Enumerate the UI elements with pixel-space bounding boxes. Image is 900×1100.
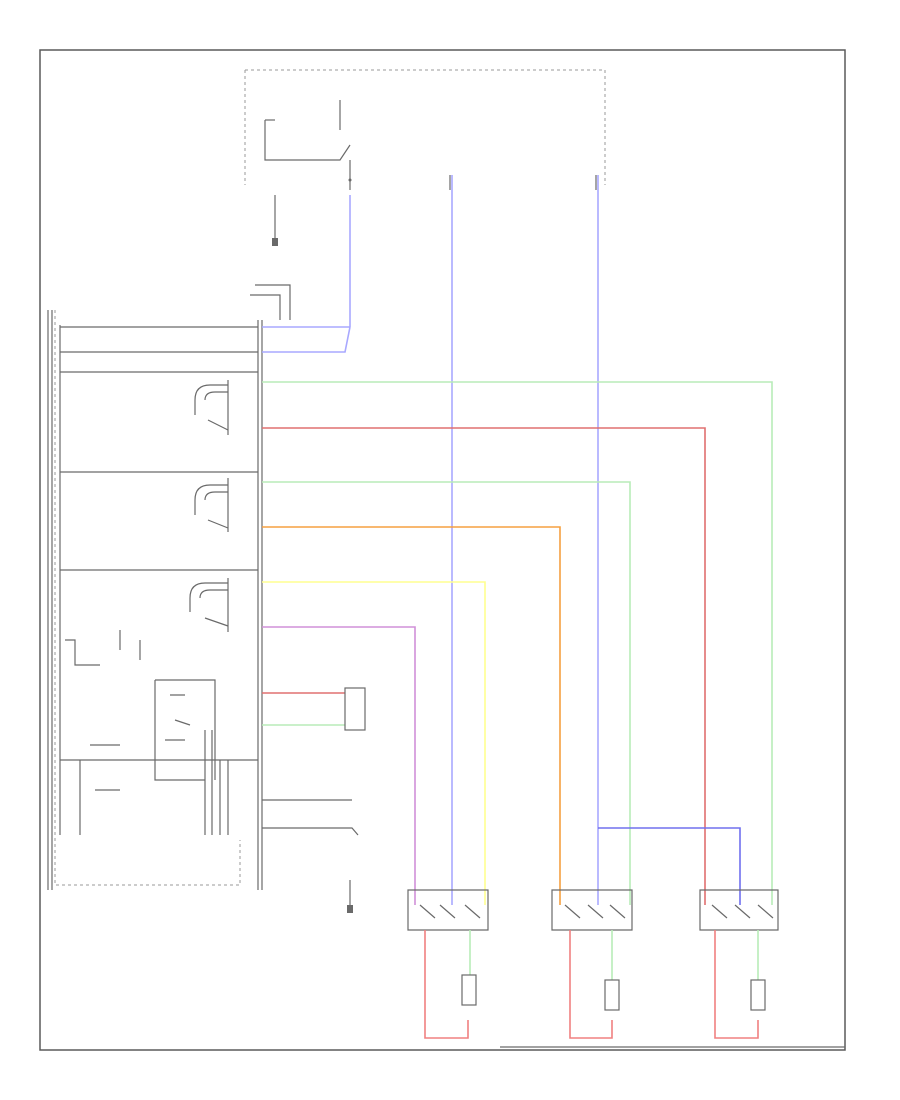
wire-purple-pass <box>262 626 416 905</box>
motor-loop-1 <box>424 930 469 1039</box>
motor-2 <box>604 979 620 1011</box>
switch-main-vertical <box>79 730 229 835</box>
wire-orange-lr <box>262 526 561 905</box>
fuse-box-outline <box>244 69 606 185</box>
wire-violet-h2 <box>262 326 351 353</box>
motor-loop-2 <box>569 930 613 1039</box>
diagram-frame <box>39 49 846 1051</box>
wire-green-lr <box>262 481 631 905</box>
switch-left-rear <box>194 478 229 532</box>
wire-green-rr <box>262 381 773 905</box>
left-border-lines <box>47 310 53 890</box>
switch-lock <box>65 630 216 781</box>
motor-1 <box>461 974 477 1006</box>
switch-passenger <box>189 578 229 632</box>
ground-symbol-mid <box>347 905 353 913</box>
actuator-switch-3 <box>699 889 779 931</box>
motor-loop-3 <box>714 930 759 1039</box>
riser-caps <box>449 175 597 190</box>
connector-bracket <box>250 284 291 320</box>
lock-ground-wires <box>262 799 359 836</box>
switch-right-rear <box>194 380 229 435</box>
actuator-switch-2 <box>551 889 633 931</box>
switch-module-outline <box>54 310 241 886</box>
wire-red-rr <box>262 427 706 905</box>
wire-blue-bus <box>598 827 741 905</box>
wire-yellow-pass <box>262 581 486 905</box>
lock-relay-box <box>344 687 366 731</box>
ground-symbol-top <box>272 238 278 246</box>
power-relay <box>264 100 352 190</box>
motor-3 <box>750 979 766 1011</box>
actuator-switch-1 <box>407 889 489 931</box>
